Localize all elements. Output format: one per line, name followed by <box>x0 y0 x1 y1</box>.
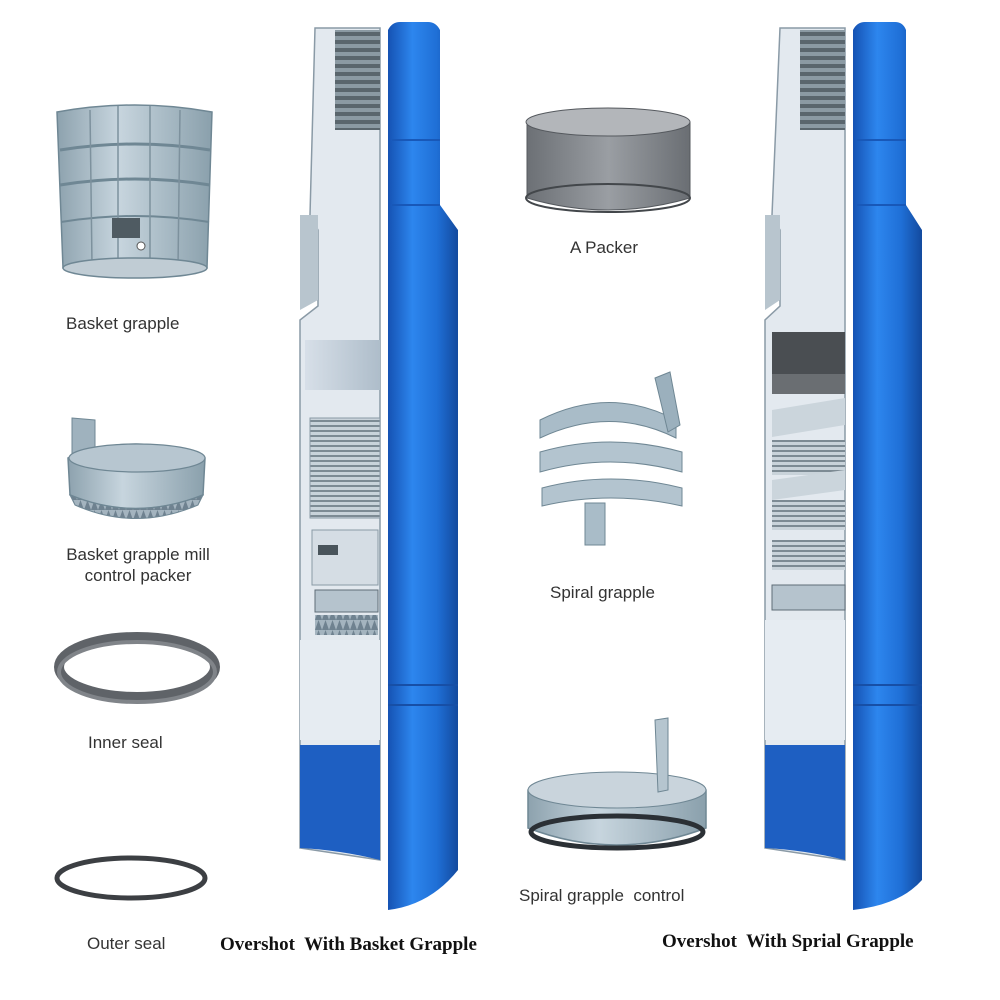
spiral-overshot-assembly <box>764 22 922 910</box>
label-basket-grapple: Basket grapple <box>66 314 180 333</box>
label-mill-control-packer: Basket grapple mill control packer <box>48 544 228 586</box>
label-inner-seal: Inner seal <box>88 733 163 752</box>
spiral-grapple-control-part <box>527 717 707 851</box>
basket-grapple-part <box>56 104 213 279</box>
caption-spiral-overshot: Overshot With Sprial Grapple <box>662 931 914 952</box>
label-mill-control-line2: control packer <box>84 566 192 585</box>
label-outer-seal: Outer seal <box>87 934 166 953</box>
label-spiral-grapple: Spiral grapple <box>550 583 655 602</box>
spiral-grapple-part <box>539 371 683 546</box>
label-spiral-grapple-control: Spiral grapple control <box>519 886 685 905</box>
label-a-packer: A Packer <box>570 238 639 257</box>
label-mill-control-line1: Basket grapple mill <box>66 545 210 564</box>
inner-seal-part <box>54 632 220 704</box>
a-packer-part <box>525 107 691 213</box>
basket-overshot-assembly <box>299 22 458 910</box>
caption-basket-overshot: Overshot With Basket Grapple <box>220 934 477 955</box>
mill-control-packer-part <box>67 417 206 519</box>
outer-seal-part <box>54 855 208 901</box>
